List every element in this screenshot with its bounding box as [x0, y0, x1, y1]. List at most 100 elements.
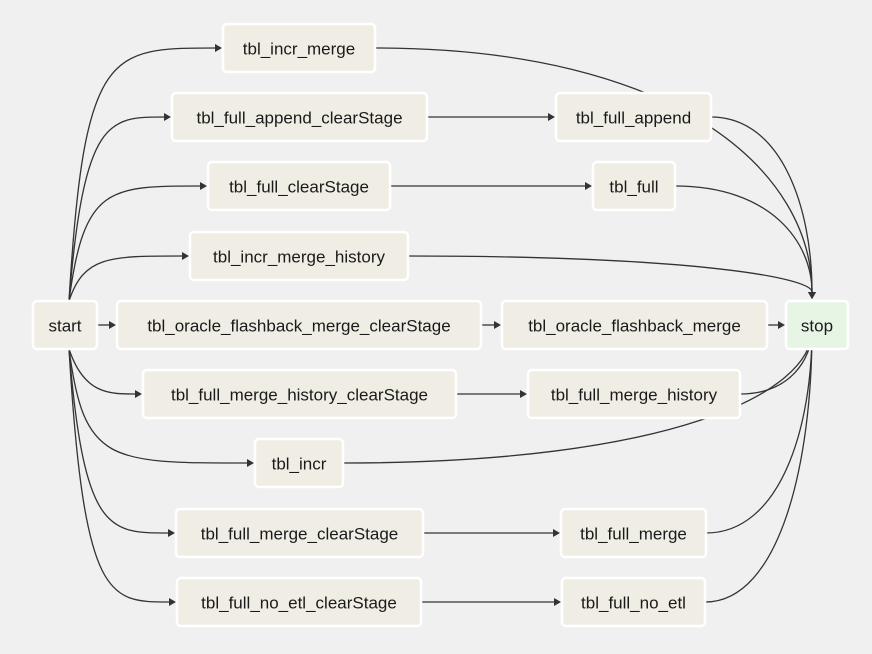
arrowhead-icon	[808, 292, 816, 299]
node-label: tbl_full	[609, 178, 658, 197]
node-label: tbl_full_merge	[580, 525, 687, 544]
arrowhead-icon	[494, 321, 501, 329]
arrowhead-icon	[585, 182, 592, 190]
arrowhead-icon	[548, 113, 555, 121]
node-label: stop	[801, 317, 833, 336]
node-tbl-full-merge-history[interactable]: tbl_full_merge_history	[526, 368, 742, 420]
arrowhead-icon	[554, 598, 561, 606]
node-label: tbl_full_append_clearStage	[196, 109, 402, 128]
arrowhead-icon	[168, 529, 175, 537]
node-tbl-oracle-flashback-merge-clearstage[interactable]: tbl_oracle_flashback_merge_clearStage	[115, 299, 483, 351]
node-tbl-full-append-clearstage[interactable]: tbl_full_append_clearStage	[170, 91, 429, 143]
node-tbl-oracle-flashback-merge[interactable]: tbl_oracle_flashback_merge	[500, 299, 769, 351]
edge-start-to-tbl-oracle-flashback-merge-clearstage	[97, 321, 116, 329]
edge-tbl-incr-merge-history-to-stop	[407, 255, 816, 299]
node-tbl-full-no-etl[interactable]: tbl_full_no_etl	[560, 576, 707, 628]
edge-line	[68, 348, 248, 464]
arrowhead-icon	[215, 44, 222, 52]
node-tbl-full-append[interactable]: tbl_full_append	[554, 91, 713, 143]
edge-tbl-full-merge-to-stop	[705, 323, 816, 534]
arrowhead-icon	[520, 390, 527, 398]
node-tbl-full-merge-clearstage[interactable]: tbl_full_merge_clearStage	[174, 507, 425, 559]
edge-line	[68, 348, 136, 395]
edge-start-to-tbl-full-merge-clearstage	[68, 348, 175, 537]
edge-tbl-full-append-clearstage-to-tbl-full-append	[427, 113, 555, 121]
arrowhead-icon	[109, 321, 116, 329]
edge-start-to-tbl-incr	[68, 348, 254, 467]
node-box[interactable]	[784, 299, 850, 351]
node-start[interactable]: start	[31, 299, 99, 351]
edge-line	[705, 329, 813, 534]
node-box[interactable]	[559, 507, 708, 559]
edge-tbl-full-no-etl-to-stop	[704, 323, 816, 603]
node-label: tbl_incr_merge_history	[213, 248, 385, 267]
node-label: tbl_full_no_etl	[581, 594, 686, 613]
node-box[interactable]	[141, 368, 458, 420]
node-box[interactable]	[560, 576, 707, 628]
node-box[interactable]	[500, 299, 769, 351]
node-tbl-incr-merge-history[interactable]: tbl_incr_merge_history	[188, 230, 410, 282]
edge-start-to-tbl-full-no-etl-clearstage	[68, 348, 176, 606]
arrowhead-icon	[135, 390, 142, 398]
edge-start-to-tbl-incr-merge	[68, 44, 222, 302]
node-label: tbl_full_clearStage	[229, 178, 369, 197]
node-box[interactable]	[174, 507, 425, 559]
node-tbl-full-merge[interactable]: tbl_full_merge	[559, 507, 708, 559]
node-label: tbl_full_merge_history	[551, 386, 718, 405]
node-tbl-full[interactable]: tbl_full	[591, 160, 677, 212]
node-label: tbl_full_merge_history_clearStage	[171, 386, 428, 405]
edge-line	[68, 348, 169, 534]
node-box[interactable]	[175, 576, 423, 628]
arrowhead-icon	[182, 252, 189, 260]
arrowhead-icon	[778, 321, 785, 329]
node-box[interactable]	[253, 437, 345, 489]
edge-line	[710, 116, 813, 293]
edge-tbl-oracle-flashback-merge-to-stop	[767, 321, 785, 329]
edge-start-to-tbl-full-append-clearstage	[68, 113, 171, 302]
node-label: tbl_oracle_flashback_merge_clearStage	[147, 317, 450, 336]
arrowhead-icon	[200, 182, 207, 190]
arrowhead-icon	[169, 598, 176, 606]
arrowhead-icon	[247, 459, 254, 467]
node-label: tbl_full_merge_clearStage	[201, 525, 399, 544]
node-box[interactable]	[526, 368, 742, 420]
edge-tbl-full-merge-clearstage-to-tbl-full-merge	[423, 529, 560, 537]
node-tbl-full-no-etl-clearstage[interactable]: tbl_full_no_etl_clearStage	[175, 576, 423, 628]
edge-line	[68, 255, 183, 302]
node-box[interactable]	[591, 160, 677, 212]
node-box[interactable]	[206, 160, 392, 212]
node-box[interactable]	[115, 299, 483, 351]
nodes-layer: start tbl_incr_merge tbl_full_append_clear…	[31, 22, 850, 628]
edge-tbl-full-no-etl-clearstage-to-tbl-full-no-etl	[421, 598, 561, 606]
node-tbl-incr-merge[interactable]: tbl_incr_merge	[221, 22, 377, 74]
node-stop[interactable]: stop	[784, 299, 850, 351]
edge-start-to-tbl-full-merge-history-clearstage	[68, 348, 142, 398]
edge-tbl-full-merge-history-clearstage-to-tbl-full-merge-history	[456, 390, 527, 398]
node-box[interactable]	[221, 22, 377, 74]
node-tbl-full-clearstage[interactable]: tbl_full_clearStage	[206, 160, 392, 212]
node-label: tbl_oracle_flashback_merge	[528, 317, 741, 336]
edge-line	[68, 47, 216, 302]
node-tbl-full-merge-history-clearstage[interactable]: tbl_full_merge_history_clearStage	[141, 368, 458, 420]
edge-line	[68, 185, 201, 302]
edge-line	[342, 329, 813, 464]
node-box[interactable]	[188, 230, 410, 282]
node-tbl-incr[interactable]: tbl_incr	[253, 437, 345, 489]
arrowhead-icon	[553, 529, 560, 537]
edge-line	[704, 329, 813, 603]
edge-start-to-tbl-incr-merge-history	[68, 252, 189, 302]
edge-line	[674, 185, 813, 293]
node-label: start	[48, 317, 81, 336]
arrowhead-icon	[164, 113, 171, 121]
edge-line	[407, 255, 813, 293]
edge-start-to-tbl-full-clearstage	[68, 182, 207, 302]
node-label: tbl_full_append	[576, 109, 691, 128]
node-box[interactable]	[554, 91, 713, 143]
edge-tbl-full-clearstage-to-tbl-full	[390, 182, 592, 190]
node-box[interactable]	[170, 91, 429, 143]
node-label: tbl_full_no_etl_clearStage	[201, 594, 397, 613]
edge-tbl-oracle-flashback-merge-clearstage-to-tbl-oracle-flashback-merge	[481, 321, 501, 329]
node-box[interactable]	[31, 299, 99, 351]
edge-line	[68, 348, 170, 603]
